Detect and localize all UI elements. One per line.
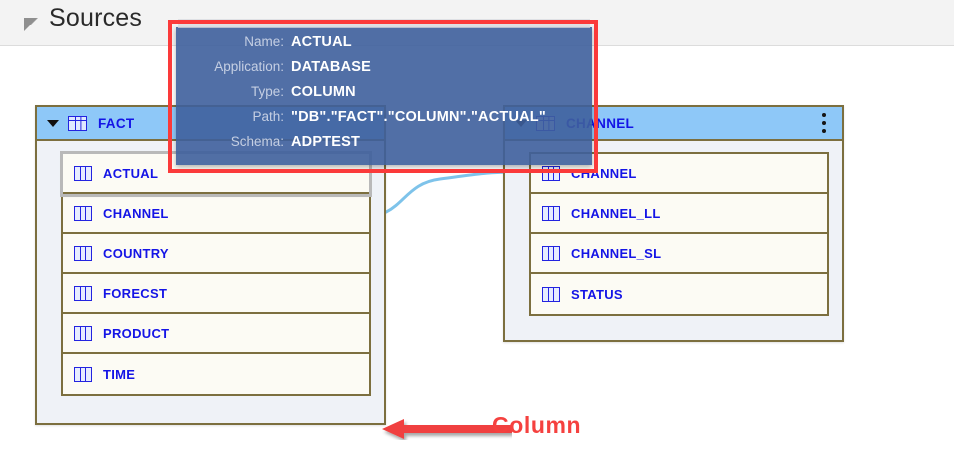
column-label: CHANNEL: [103, 205, 169, 221]
column-label: COUNTRY: [103, 245, 169, 261]
kebab-menu-icon[interactable]: [822, 121, 826, 125]
tooltip-label: Path:: [252, 109, 284, 124]
column-icon: [542, 245, 560, 261]
column-label: STATUS: [571, 286, 623, 302]
tooltip-value: COLUMN: [291, 84, 356, 100]
tooltip-value: "DB"."FACT"."COLUMN"."ACTUAL": [291, 109, 546, 125]
entity-channel-body: CHANNEL CHANNEL_LL CHANNEL_SL STATUS: [505, 141, 842, 329]
column-label: CHANNEL: [571, 165, 637, 181]
column-row-channel-ll[interactable]: CHANNEL_LL: [531, 194, 827, 234]
page-title: Sources: [49, 4, 143, 32]
column-icon: [542, 165, 560, 181]
column-label: FORECST: [103, 285, 168, 301]
tooltip-label: Application:: [214, 59, 284, 74]
column-label: TIME: [103, 366, 136, 382]
annotation-label: Column: [492, 412, 582, 438]
column-label: CHANNEL_LL: [571, 205, 661, 221]
column-icon: [74, 366, 92, 382]
tooltip-label: Schema:: [230, 134, 284, 149]
tooltip-row-schema: Schema: ADPTEST: [176, 134, 592, 159]
entity-fact-column-list: ACTUAL CHANNEL COUNTRY FORECST PRODUCT: [60, 151, 372, 396]
column-row-time[interactable]: TIME: [63, 354, 369, 394]
column-icon: [74, 165, 92, 181]
left-arrow-icon: [382, 419, 512, 439]
collapse-triangle-icon[interactable]: [24, 18, 38, 31]
tooltip-row-name: Name: ACTUAL: [176, 34, 592, 59]
tooltip-row-type: Type: COLUMN: [176, 84, 592, 109]
column-icon: [542, 286, 560, 302]
tooltip-row-application: Application: DATABASE: [176, 59, 592, 84]
column-icon: [74, 285, 92, 301]
tooltip-value: ADPTEST: [291, 134, 361, 150]
column-row-country[interactable]: COUNTRY: [63, 234, 369, 274]
entity-fact-title: FACT: [98, 115, 135, 131]
tooltip-value: ACTUAL: [291, 34, 352, 50]
column-icon: [74, 325, 92, 341]
tooltip-value: DATABASE: [291, 59, 372, 75]
metadata-tooltip: Name: ACTUAL Application: DATABASE Type:…: [176, 19, 592, 165]
tooltip-row-path: Path: "DB"."FACT"."COLUMN"."ACTUAL": [176, 109, 592, 134]
column-label: CHANNEL_SL: [571, 245, 662, 261]
entity-fact-body: ACTUAL CHANNEL COUNTRY FORECST PRODUCT: [37, 141, 384, 409]
column-row-channel-sl[interactable]: CHANNEL_SL: [531, 234, 827, 274]
column-icon: [542, 205, 560, 221]
column-icon: [74, 245, 92, 261]
tooltip-label: Name:: [244, 34, 284, 49]
chevron-down-icon[interactable]: [47, 119, 59, 127]
column-row-channel[interactable]: CHANNEL: [63, 194, 369, 234]
column-label: ACTUAL: [103, 165, 159, 181]
column-row-forecst[interactable]: FORECST: [63, 274, 369, 314]
column-label: PRODUCT: [103, 325, 170, 341]
column-row-status[interactable]: STATUS: [531, 274, 827, 314]
column-row-product[interactable]: PRODUCT: [63, 314, 369, 354]
entity-channel-column-list: CHANNEL CHANNEL_LL CHANNEL_SL STATUS: [529, 152, 829, 316]
column-icon: [74, 205, 92, 221]
entity-channel[interactable]: CHANNEL CHANNEL CHANNEL_LL CHANNEL_SL: [503, 105, 844, 342]
tooltip-label: Type:: [250, 84, 284, 99]
table-icon: [68, 115, 87, 131]
